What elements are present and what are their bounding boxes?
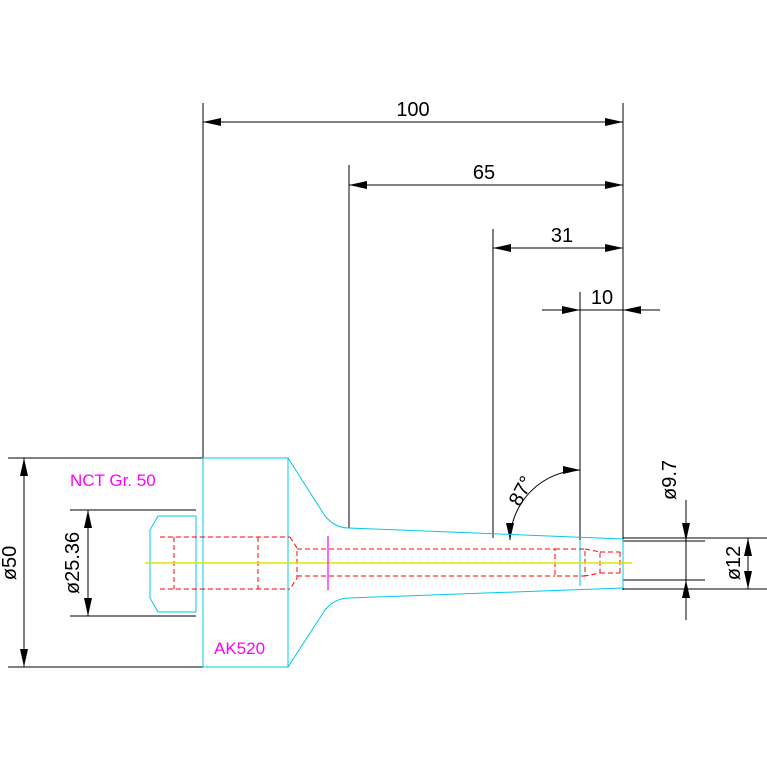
diameter-9-7-dimension: ø9.7 — [623, 460, 705, 620]
dimension-65: 65 — [348, 162, 623, 528]
diameter-12-label: ø12 — [723, 546, 745, 580]
diameter-25-36-label: ø25.36 — [62, 532, 84, 594]
diameter-9-7-label: ø9.7 — [659, 460, 681, 500]
diameter-25-36-dimension: ø25.36 — [62, 509, 196, 617]
dimension-31-label: 31 — [551, 225, 573, 247]
holder-label: NCT Gr. 50 — [70, 471, 156, 490]
dimension-65-label: 65 — [473, 162, 495, 184]
dimension-100: 100 — [202, 99, 624, 590]
dimension-10-label: 10 — [591, 287, 613, 309]
angle-87-dimension: 87° — [505, 466, 581, 541]
dimension-100-label: 100 — [396, 99, 429, 121]
diameter-50-dimension: ø50 — [0, 457, 203, 668]
dimension-31: 31 — [492, 225, 623, 538]
dimension-10: 10 — [542, 287, 660, 580]
diameter-12-dimension: ø12 — [623, 537, 767, 590]
diameter-50-label: ø50 — [0, 546, 21, 580]
part-label: AK520 — [214, 639, 265, 658]
angle-87-label: 87° — [505, 473, 539, 510]
